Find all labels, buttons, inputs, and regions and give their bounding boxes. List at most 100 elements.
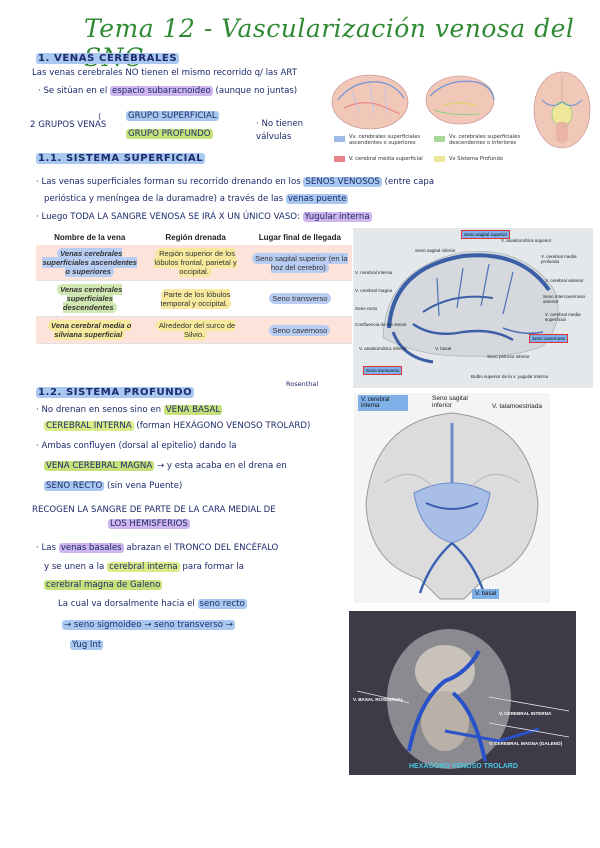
text-line: y se unen a la cerebral interna para for…: [44, 562, 244, 572]
text-line: LOS HEMISFERIOS: [108, 519, 190, 529]
label-basal-rosenthal: V. BASAL ROSENTHAL: [353, 697, 404, 702]
highlight-seno-recto: SENO RECTO: [44, 481, 105, 491]
text-line: · No drenan en senos sino en VENA BASAL: [36, 405, 223, 415]
label: V. cerebral magna: [355, 288, 393, 293]
no-valves-note: · No tienen válvulas: [256, 119, 304, 142]
trolard-hexagon-figure: V. BASAL ROSENTHAL V. CEREBRAL INTERNA V…: [349, 611, 576, 775]
label-seno-cavernoso: Seno cavernoso: [529, 334, 569, 343]
text-fragment: · Luego TODA LA SANGRE VENOSA SE IRÁ X U…: [36, 212, 300, 222]
text-line: · Ambas confluyen (dorsal al epitelio) d…: [36, 441, 237, 451]
table-header: Lugar final de llegada: [258, 233, 341, 242]
highlight-espacio: espacio subaracnoideo: [109, 86, 213, 96]
text-line: Yug Int: [70, 640, 104, 650]
label: Seno petroso inferior: [487, 354, 530, 359]
legend-swatch: [434, 136, 445, 142]
table-header: Nombre de la vena: [54, 233, 126, 242]
highlight-seno-recto-2: seno recto: [197, 599, 247, 609]
groups-label: 2 GRUPOS VENAS: [30, 120, 107, 130]
label-v-cerebral-interna: V. cerebral interna: [358, 395, 408, 411]
text-fragment: abrazan el TRONCO DEL ENCÉFALO: [126, 543, 279, 553]
section-heading-venas-cerebrales: 1. VENAS CEREBRALES: [36, 53, 180, 64]
label-seno-transverso: Seno transverso: [363, 366, 403, 375]
venous-sinuses-svg: [353, 228, 593, 388]
text-line: RECOGEN LA SANGRE DE PARTE DE LA CARA ME…: [32, 505, 276, 515]
text-fragment: perióstica y meníngea de la duramadre) a…: [44, 194, 284, 204]
brain-illustration: Vv. cerebrales superficiales ascendentes…: [330, 70, 600, 190]
group-profundo-text: GRUPO PROFUNDO: [126, 129, 213, 139]
label-v-basal: V. basal: [472, 589, 500, 599]
text-fragment: y se unen a la: [44, 562, 105, 572]
veins-table: Nombre de la vena Región drenada Lugar f…: [36, 230, 352, 344]
text-line: CEREBRAL INTERNA (forman HEXÁGONO VENOSO…: [44, 421, 310, 431]
label-v-talamoestriada: V. talamoestriada: [492, 403, 542, 410]
text-fragment: (sin vena Puente): [106, 481, 183, 491]
rosenthal-note: Rosenthal: [286, 380, 319, 388]
group-superficial: GRUPO SUPERFICIAL: [126, 111, 219, 121]
legend-swatch: [334, 136, 345, 142]
text-line: · Las venas basales abrazan el TRONCO DE…: [36, 543, 278, 553]
venous-sinuses-figure: Seno sagital superior Seno sagital infer…: [353, 228, 593, 388]
brain-views-svg: [331, 71, 591, 149]
label-cerebral-interna: V. CEREBRAL INTERNA: [499, 711, 552, 716]
table-cell: Seno transverso: [269, 293, 331, 304]
text-fragment: (aunque no juntas): [215, 86, 298, 96]
table-cell: Región superior de los lóbulos frontal, …: [154, 248, 237, 277]
text-line: perióstica y meníngea de la duramadre) a…: [44, 194, 349, 204]
table-cell: Vena cerebral media o silviana superfici…: [48, 320, 132, 340]
legend-swatch: [334, 156, 345, 162]
text-line: · Luego TODA LA SANGRE VENOSA SE IRÁ X U…: [36, 212, 372, 222]
text-fragment: La cual va dorsalmente hacia el: [58, 599, 195, 609]
label: V. cerebral interna: [355, 270, 393, 275]
table-cell: Seno sagital superior (en la hoz del cer…: [252, 252, 348, 273]
coronal-section-figure: V. cerebral interna Seno sagital inferio…: [354, 393, 550, 603]
label-seno-sagital-superior: Seno sagital superior: [461, 230, 511, 239]
table-row: Venas cerebrales superficiales descenden…: [36, 280, 352, 317]
label: V. cerebral media superficial: [545, 312, 581, 322]
highlight-cerebral-interna-2: cerebral interna: [107, 562, 180, 572]
caption-hexagono: HEXAGONO VENOSO TROLARD: [409, 763, 518, 770]
text-line: · Las venas superficiales forman su reco…: [36, 177, 434, 187]
legend-item: Vv. cerebrales superficiales ascendentes…: [349, 134, 421, 146]
text-fragment: (entre capa: [384, 177, 435, 187]
legend-item: Vv. cerebrales superficiales descendente…: [449, 134, 521, 146]
section-heading-text: 1.1. SISTEMA SUPERFICIAL: [36, 153, 206, 164]
text-fragment: (forman HEXÁGONO VENOSO TROLARD): [136, 421, 311, 431]
label: V. cerebral anterior: [545, 278, 584, 283]
text-line: SENO RECTO (sin vena Puente): [44, 481, 182, 491]
table-cell: Venas cerebrales superficiales ascendent…: [42, 248, 137, 277]
highlight-hemisferios: LOS HEMISFERIOS: [108, 519, 190, 529]
label: Seno recto: [355, 306, 378, 311]
text-line: Las venas cerebrales NO tienen el mismo …: [32, 68, 298, 78]
label: V. cerebral media profunda: [541, 254, 577, 264]
section-heading-text: 1.2. SISTEMA PROFUNDO: [36, 387, 195, 398]
arrow-branch: ⟨: [98, 112, 102, 121]
text-fragment: · Las: [36, 543, 56, 553]
label: Bulbo superior de la v. yugular interna: [471, 374, 549, 379]
label-cerebral-magna: V. CEREBRAL MAGNA (GALENO): [489, 741, 563, 746]
legend-item: Vv Sistema Profundo: [449, 156, 503, 162]
group-superficial-text: GRUPO SUPERFICIAL: [126, 111, 219, 121]
table-cell: Seno cavernoso: [269, 324, 331, 336]
coronal-section-svg: [354, 393, 550, 603]
highlight-senos-venosos: SENOS VENOSOS: [303, 177, 382, 187]
label: Seno intercavernoso anterior: [543, 294, 586, 304]
text-line: · Se sitúan en el espacio subaracnoideo …: [38, 86, 297, 96]
table-cell: Venas cerebrales superficiales descenden…: [57, 284, 123, 313]
highlight-yug-int: Yug Int: [70, 640, 104, 650]
text-fragment: · Se sitúan en el: [38, 86, 108, 96]
group-profundo: GRUPO PROFUNDO: [126, 129, 213, 139]
text-fragment: · No drenan en senos sino en: [36, 405, 162, 415]
table-row: Vena cerebral media o silviana superfici…: [36, 316, 352, 344]
text-line: VENA CEREBRAL MAGNA → y esta acaba en el…: [44, 461, 287, 471]
label: V. anastomótica superior: [501, 238, 552, 243]
legend-item: V. cerebral media superficial: [349, 156, 423, 162]
highlight-venas-basales: venas basales: [58, 543, 124, 553]
section-heading-sistema-profundo: 1.2. SISTEMA PROFUNDO: [36, 387, 195, 398]
label-seno-sagital-inferior: Seno sagital inferior: [432, 395, 468, 409]
label: Seno sagital inferior: [415, 248, 456, 253]
highlight-vena-basal: VENA BASAL: [163, 405, 223, 415]
table-header: Región drenada: [165, 233, 226, 242]
highlight-cerebral-interna: CEREBRAL INTERNA: [44, 421, 134, 431]
highlight-vena-magna: VENA CEREBRAL MAGNA: [44, 461, 155, 471]
highlight-galeno: cerebral magna de Galeno: [44, 580, 163, 590]
